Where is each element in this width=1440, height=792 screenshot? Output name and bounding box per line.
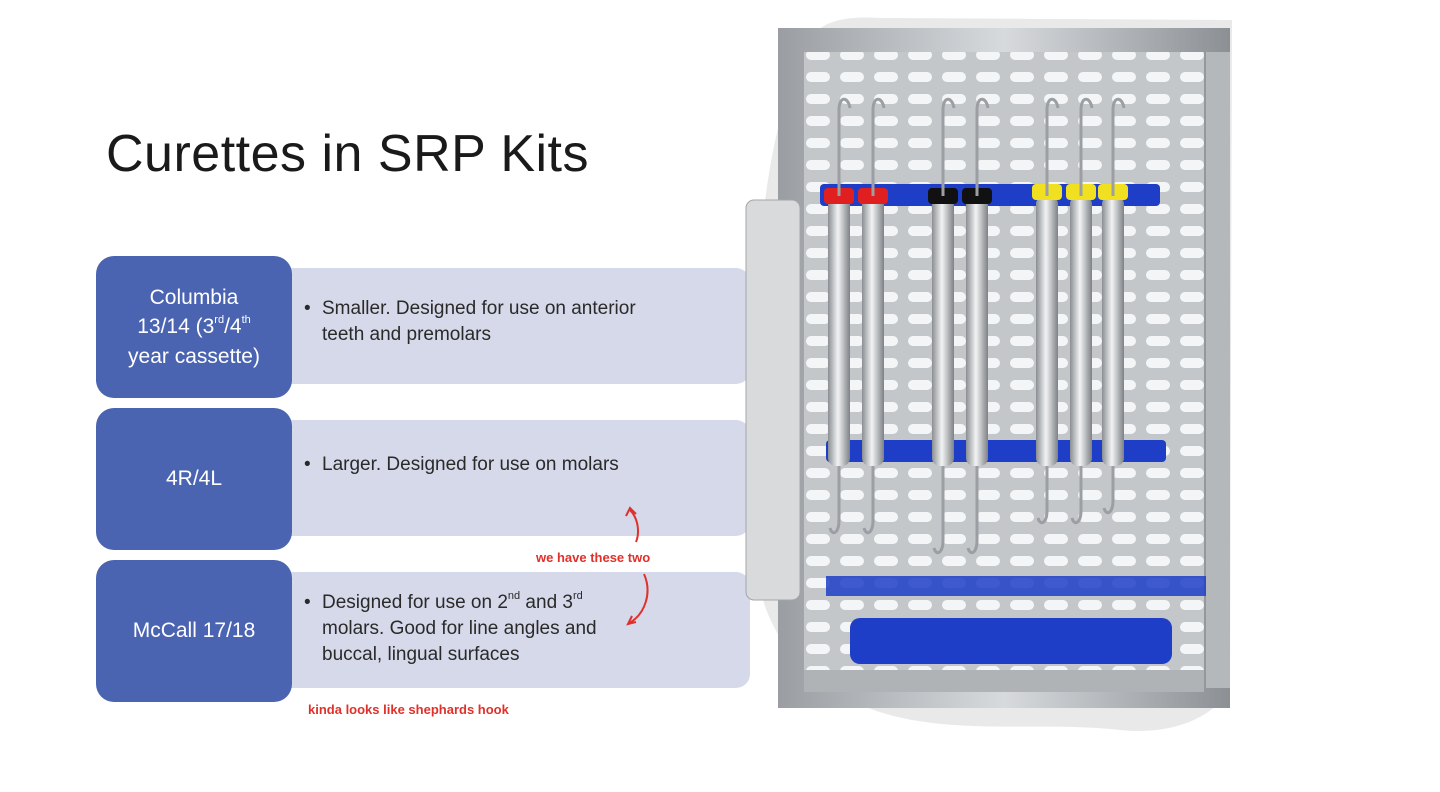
bottom-blue-pad bbox=[850, 618, 1172, 664]
detail-text: • Smaller. Designed for use on anterior … bbox=[304, 296, 644, 348]
detail-superscript: rd bbox=[572, 589, 583, 602]
detail-box bbox=[246, 420, 750, 536]
detail-superscript: nd bbox=[507, 589, 521, 602]
label-text: 4R/4L bbox=[165, 467, 223, 491]
arrow-up-head bbox=[625, 506, 637, 517]
detail-content: Larger. Designed for use on molars bbox=[322, 454, 619, 475]
detail-content: Designed for use on 2nd and 3rd molars. … bbox=[304, 590, 644, 669]
row-columbia: Columbia 13/14 (3rd/4th year cassette) •… bbox=[96, 256, 750, 398]
bullet-icon: • bbox=[304, 454, 311, 475]
label-box: 4R/4L bbox=[96, 408, 292, 550]
label-box: Columbia 13/14 (3rd/4th year cassette) bbox=[96, 256, 292, 398]
instrument-4 bbox=[962, 97, 992, 555]
bottom-frame bbox=[804, 670, 1204, 692]
cassette-side bbox=[1206, 52, 1230, 688]
detail-text: • Designed for use on 2nd and 3rd molars… bbox=[304, 590, 644, 669]
label-text: McCall 17/18 bbox=[132, 619, 256, 643]
row-4r4l: 4R/4L • Larger. Designed for use on mola… bbox=[96, 408, 750, 550]
label-text: 13/14 (3 bbox=[137, 315, 215, 339]
label-superscript: th bbox=[241, 314, 251, 327]
label-superscript: rd bbox=[214, 314, 225, 327]
instrument-2 bbox=[858, 97, 888, 535]
annotation-arrows bbox=[625, 506, 649, 626]
label-text: /4 bbox=[224, 315, 242, 339]
detail-fragment: and 3 bbox=[520, 592, 573, 613]
detail-content: Smaller. Designed for use on anterior te… bbox=[322, 298, 636, 346]
detail-fragment: Designed for use on 2 bbox=[322, 592, 508, 613]
bullet-icon: • bbox=[304, 592, 311, 613]
bottom-hinge-strip bbox=[826, 576, 1206, 596]
cassette-latch bbox=[745, 199, 801, 601]
instrument-6 bbox=[1066, 97, 1096, 525]
label-text: year cassette) bbox=[128, 344, 260, 368]
label-text: Columbia bbox=[149, 285, 239, 309]
label-box: McCall 17/18 bbox=[96, 560, 292, 702]
instrument-7 bbox=[1098, 97, 1128, 515]
instrument-1 bbox=[824, 97, 854, 535]
instrument-3 bbox=[928, 97, 958, 555]
arrow-down-curve bbox=[627, 573, 649, 625]
detail-fragment: molars. Good for line angles and buccal,… bbox=[322, 618, 597, 666]
cassette-photo bbox=[745, 17, 1232, 731]
arrow-up-curve bbox=[629, 509, 639, 543]
slide-title: Curettes in SRP Kits bbox=[106, 125, 590, 183]
detail-box bbox=[246, 268, 750, 384]
annotation-we-have-these-two: we have these two bbox=[536, 550, 651, 565]
instruments bbox=[824, 97, 1128, 555]
bullet-icon: • bbox=[304, 298, 311, 319]
detail-box bbox=[246, 572, 750, 688]
detail-text: • Larger. Designed for use on molars bbox=[304, 452, 644, 478]
row-mccall: McCall 17/18 • Designed for use on 2nd a… bbox=[96, 560, 750, 702]
annotation-shepherds-hook: kinda looks like shephards hook bbox=[308, 702, 509, 717]
arrow-down-head bbox=[626, 615, 637, 626]
instrument-5 bbox=[1032, 97, 1062, 525]
